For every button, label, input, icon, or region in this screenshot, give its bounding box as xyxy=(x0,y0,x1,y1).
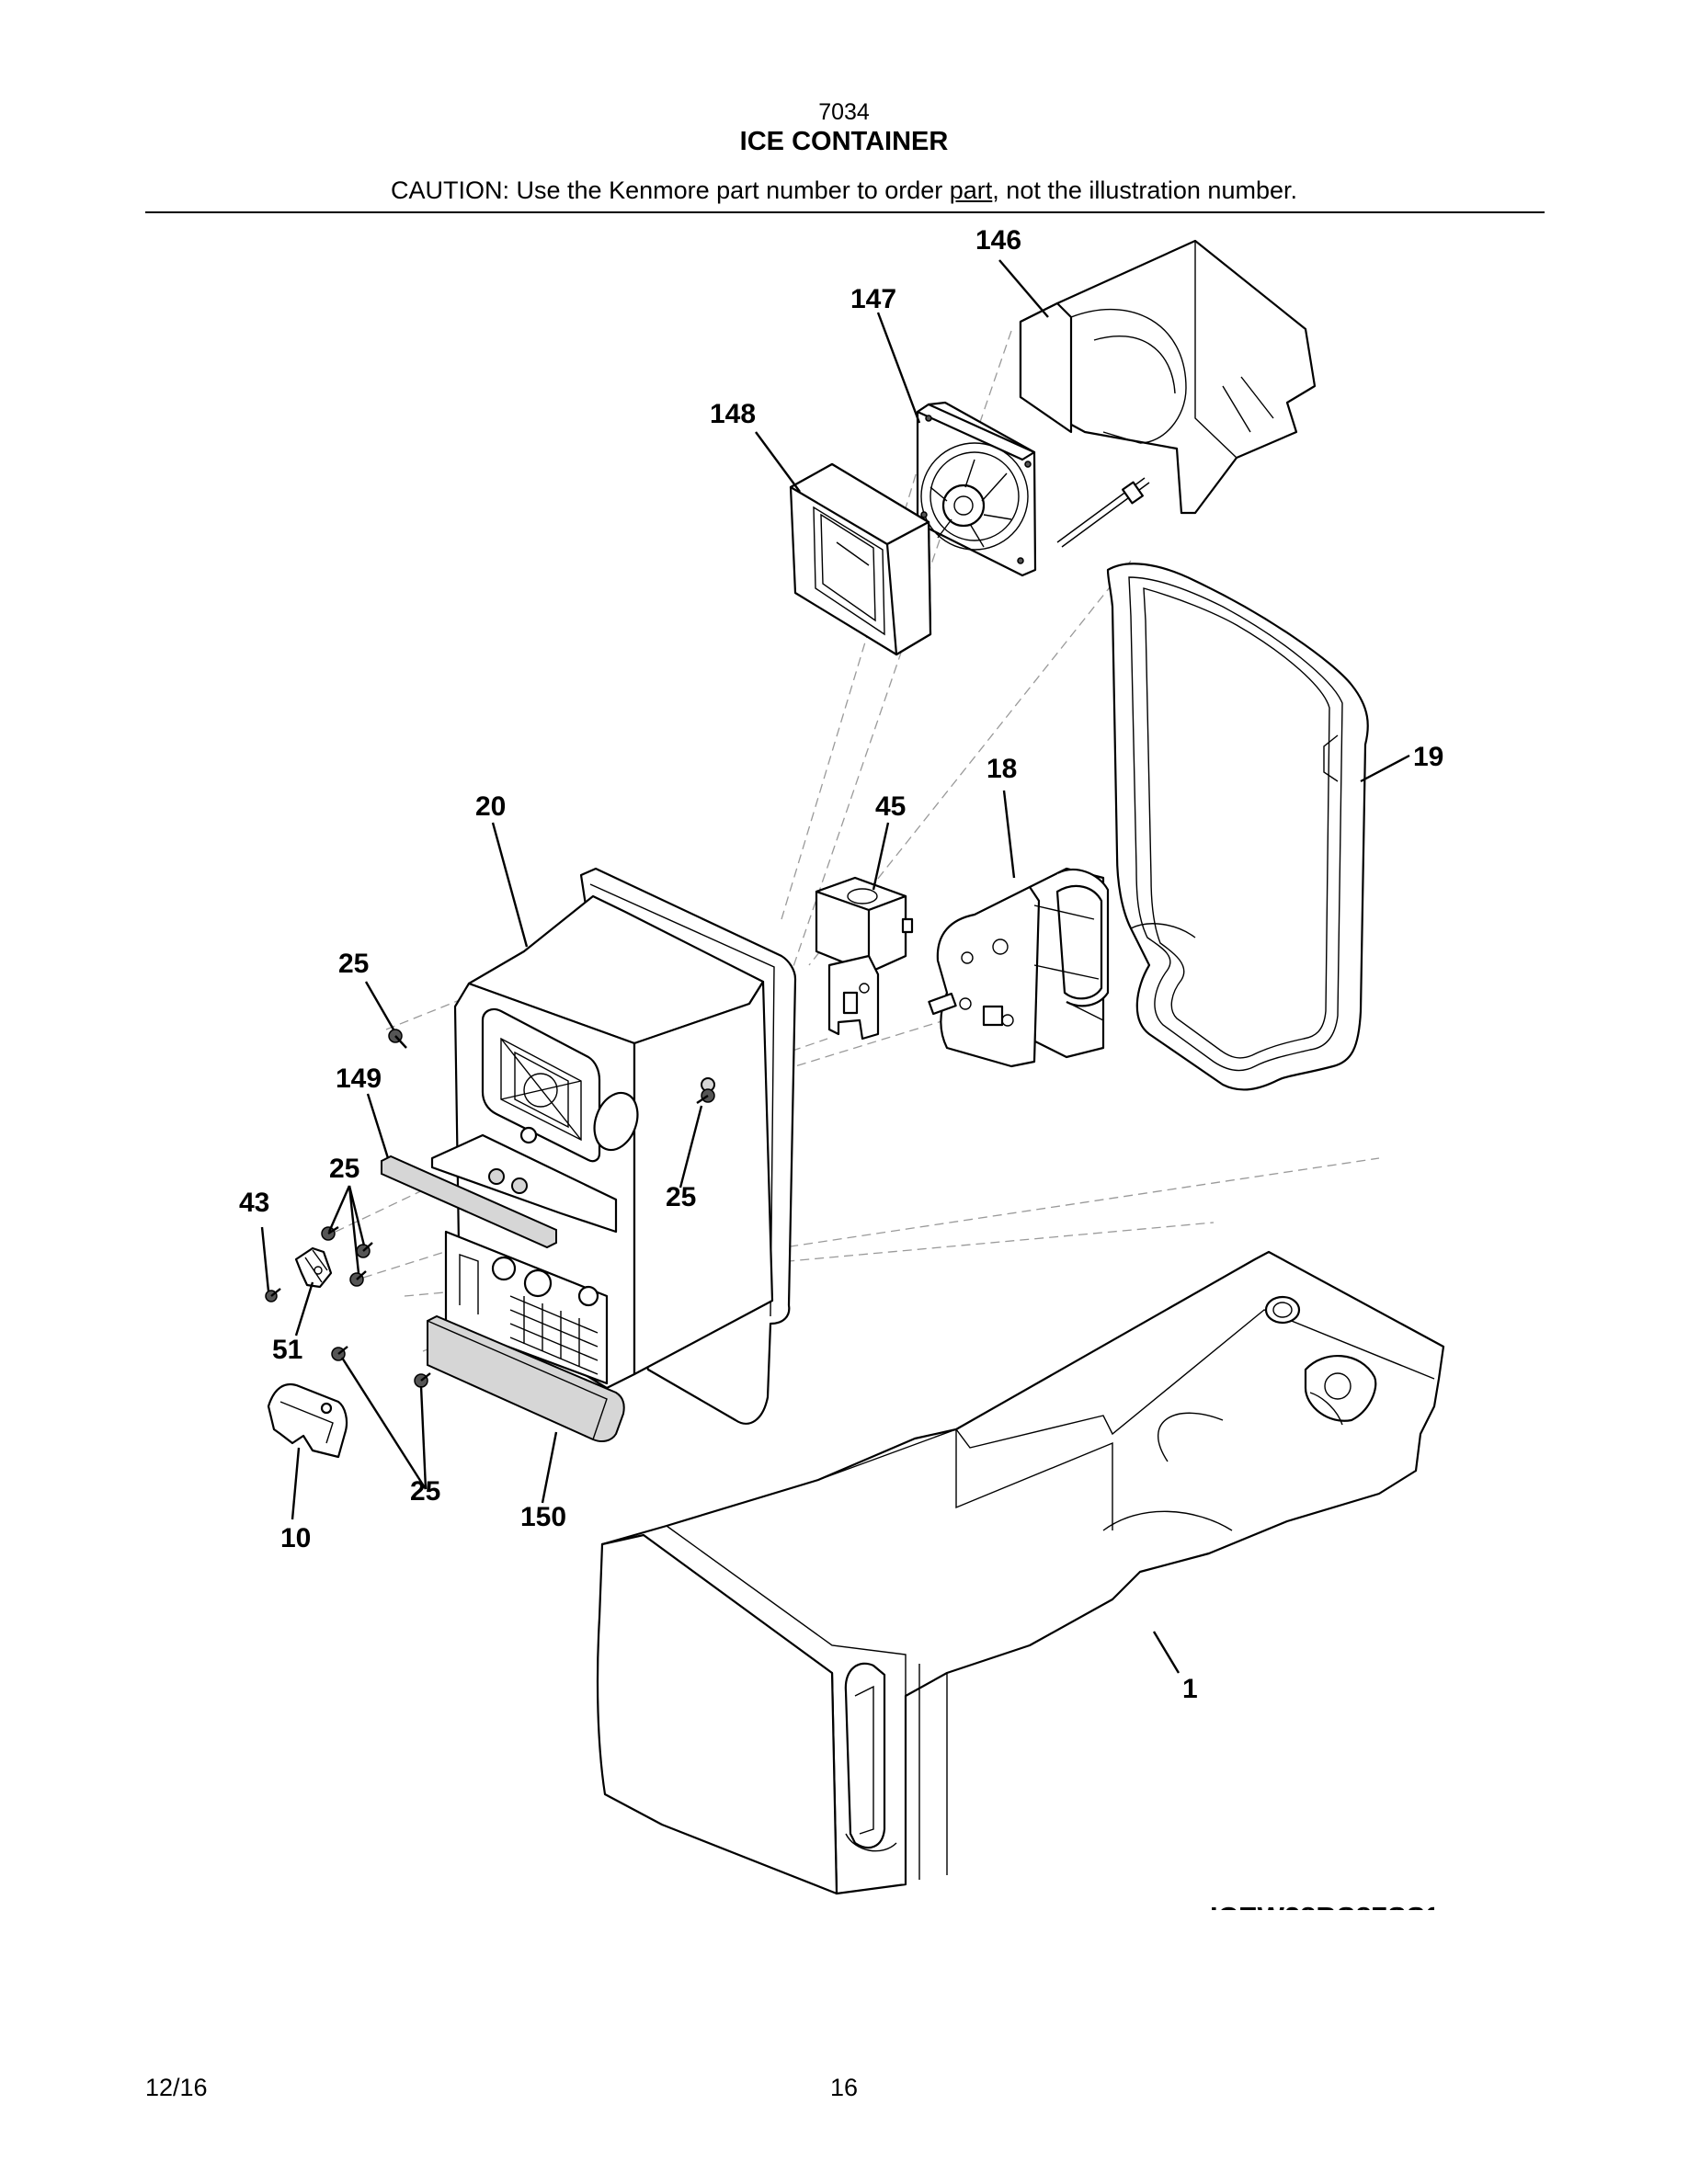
part-18-auger-motor xyxy=(928,867,1110,1068)
part-148-fan-shroud xyxy=(789,462,932,656)
screw-icon xyxy=(331,1346,348,1361)
model-number: 7034 xyxy=(818,99,870,125)
callout-146: 146 xyxy=(975,225,1021,256)
part-45-solenoid xyxy=(815,876,914,1041)
screw-icon xyxy=(696,1088,715,1104)
page-number: 16 xyxy=(829,2074,859,2101)
header-divider xyxy=(145,211,1545,213)
callout-43: 43 xyxy=(239,1188,269,1218)
screw-icon xyxy=(388,1029,407,1049)
callout-18: 18 xyxy=(987,754,1017,784)
drawing-code: ICEW28BS87SS0 xyxy=(1210,1901,1442,1933)
part-150-lower-trim xyxy=(427,1314,625,1442)
part-149-trim-strip xyxy=(381,1155,557,1249)
callout-150: 150 xyxy=(520,1502,566,1532)
part-1-ice-container xyxy=(596,1250,1445,1895)
callout-leaders xyxy=(260,259,1410,1674)
callout-25-lower: 25 xyxy=(410,1476,440,1507)
dispenser-vent-grid xyxy=(509,1295,599,1375)
screw-icon xyxy=(265,1288,281,1302)
screws-25 xyxy=(265,1029,715,1388)
screw-icon xyxy=(414,1372,431,1388)
callout-25-upper: 25 xyxy=(338,949,369,979)
part-147-fan xyxy=(916,401,1037,577)
part-20-dispenser-housing xyxy=(430,867,797,1425)
callout-149: 149 xyxy=(336,1064,382,1094)
screw-icon xyxy=(321,1225,339,1241)
part-10-bracket xyxy=(267,1382,348,1459)
callout-20: 20 xyxy=(475,791,506,822)
caution-link-part[interactable]: part xyxy=(949,176,993,204)
callout-148: 148 xyxy=(710,399,756,429)
callout-51: 51 xyxy=(272,1335,302,1365)
page-title: ICE CONTAINER xyxy=(739,127,949,156)
callout-25-cluster: 25 xyxy=(329,1154,359,1184)
footer-date: 12/16 xyxy=(145,2074,208,2101)
part-19-gasket xyxy=(1106,563,1369,1091)
callout-25-right: 25 xyxy=(666,1182,696,1212)
screw-icon xyxy=(349,1270,367,1287)
callout-147: 147 xyxy=(850,284,896,314)
callout-labels: 146 147 148 19 18 45 20 25 149 25 43 25 … xyxy=(239,225,1443,1704)
callout-19: 19 xyxy=(1413,742,1443,772)
caution-note: CAUTION: Use the Kenmore part number to … xyxy=(0,176,1688,205)
callout-1: 1 xyxy=(1182,1674,1198,1704)
callout-45: 45 xyxy=(875,791,906,822)
caution-text-start: CAUTION: Use the Kenmore part number to … xyxy=(391,176,950,204)
caution-text-end: , not the illustration number. xyxy=(992,176,1297,204)
part-146-fan-housing xyxy=(1019,239,1317,548)
part-43-switch-lever xyxy=(294,1246,333,1289)
callout-10: 10 xyxy=(280,1523,311,1553)
